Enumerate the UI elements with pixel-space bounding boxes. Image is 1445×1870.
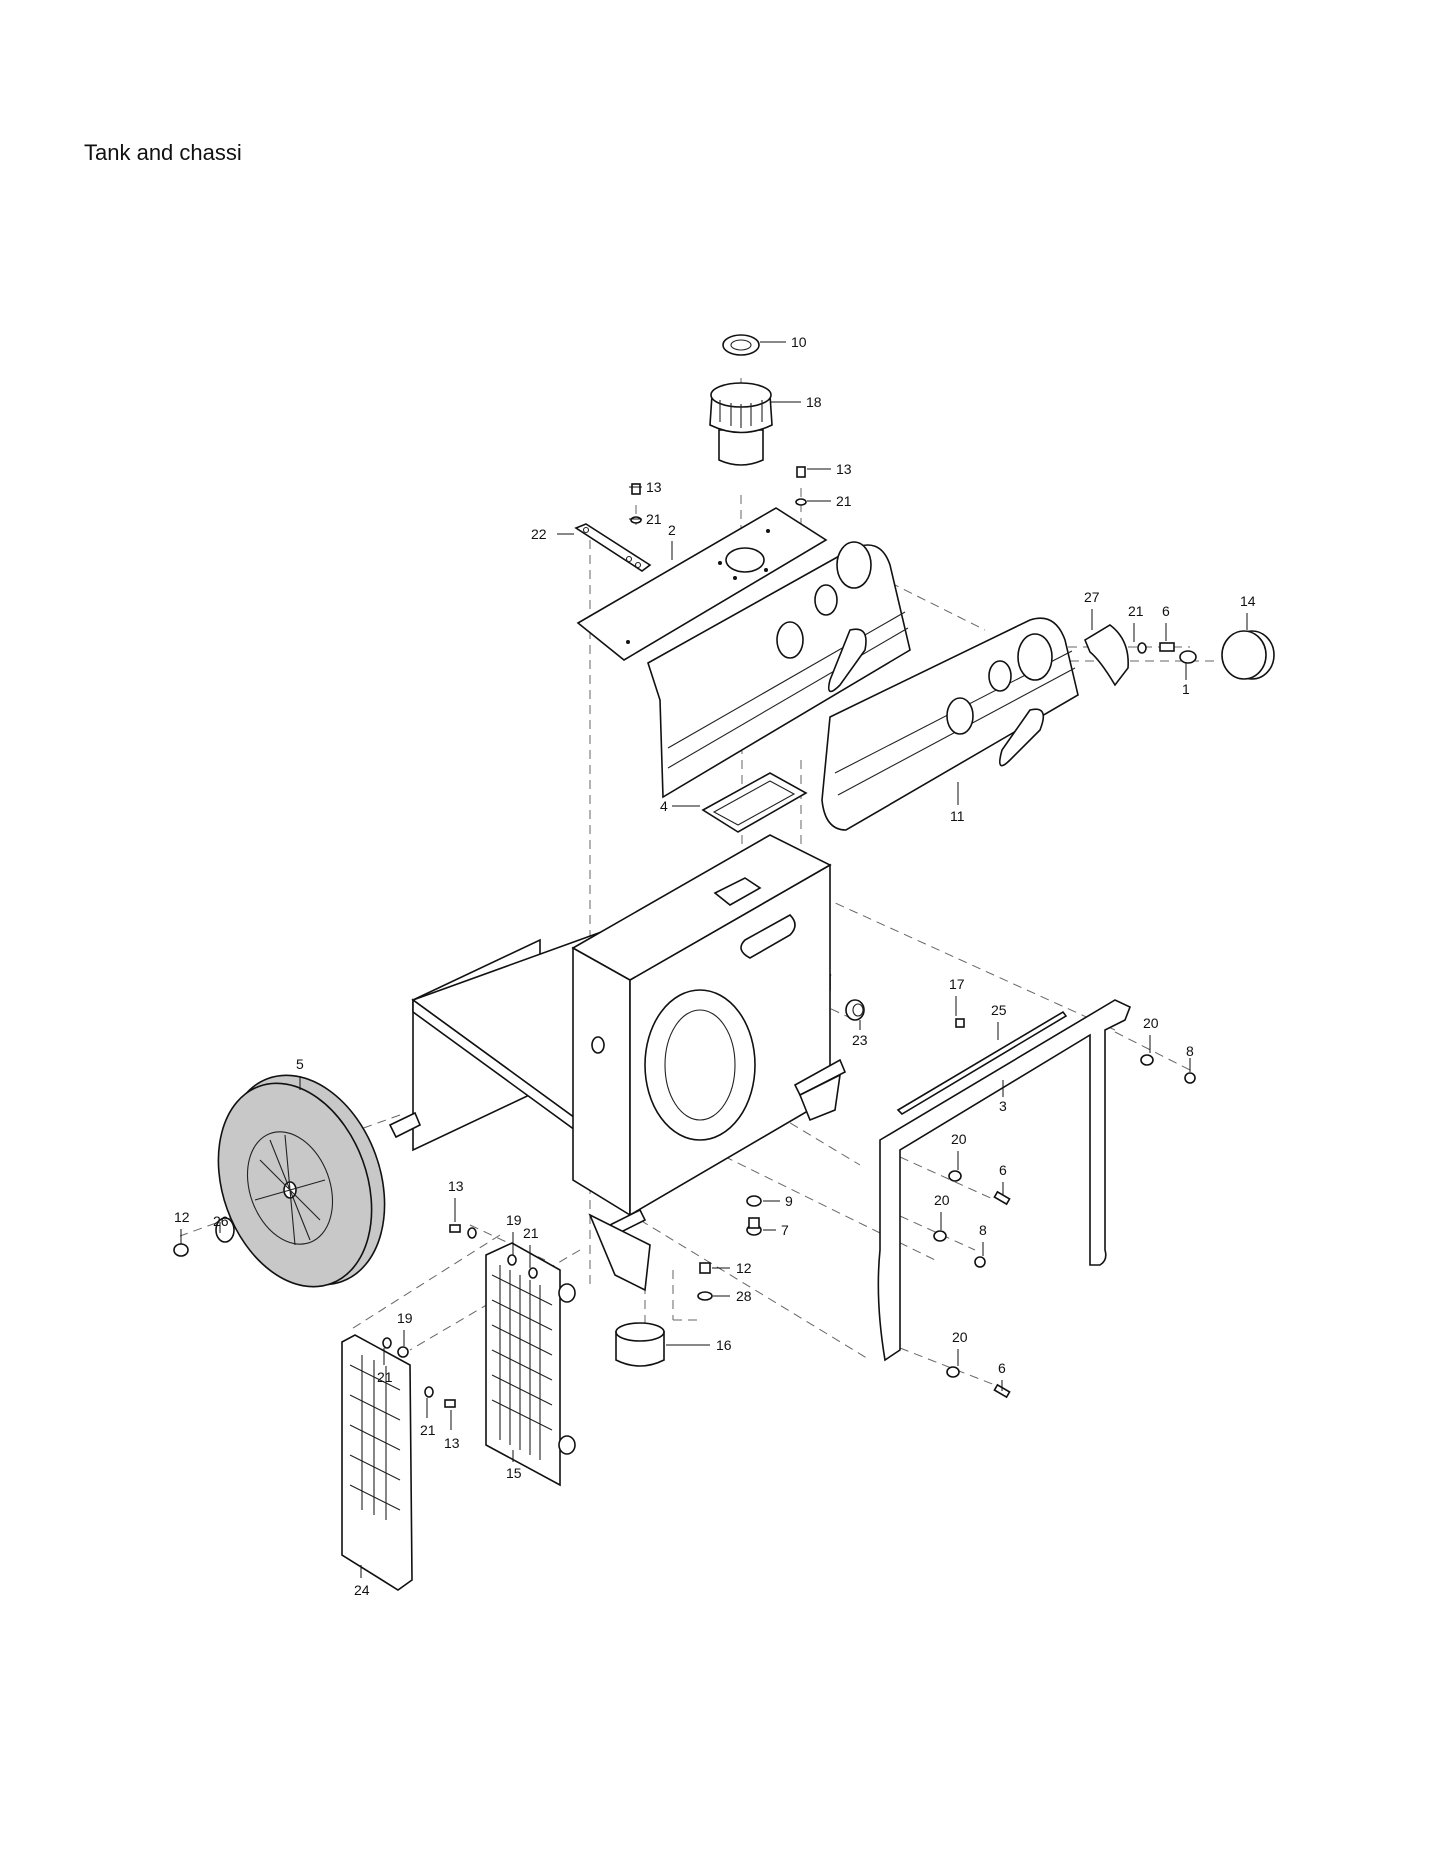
callout-8: 8 bbox=[1186, 1043, 1194, 1059]
callout-20: 20 bbox=[1143, 1015, 1159, 1031]
callout-14: 14 bbox=[1240, 593, 1256, 609]
callout-5: 5 bbox=[296, 1056, 304, 1072]
callout-20: 20 bbox=[951, 1131, 967, 1147]
callout-20: 20 bbox=[934, 1192, 950, 1208]
callout-11: 11 bbox=[950, 808, 965, 824]
callout-8: 8 bbox=[979, 1222, 987, 1238]
callout-21: 21 bbox=[420, 1422, 436, 1438]
callout-13: 13 bbox=[444, 1435, 460, 1451]
callout-7: 7 bbox=[781, 1222, 789, 1238]
callout-4: 4 bbox=[660, 798, 668, 814]
callout-28: 28 bbox=[736, 1288, 752, 1304]
callout-19: 19 bbox=[397, 1310, 413, 1326]
callout-3: 3 bbox=[999, 1098, 1007, 1114]
tank-body bbox=[388, 834, 847, 1292]
callout-1: 1 bbox=[1182, 681, 1190, 697]
callout-6: 6 bbox=[999, 1162, 1007, 1178]
callout-22: 22 bbox=[531, 526, 547, 542]
part-22-strap bbox=[574, 523, 652, 572]
callout-6: 6 bbox=[1162, 603, 1170, 619]
part-11-outer-side-cover bbox=[821, 617, 1079, 831]
callout-18: 18 bbox=[806, 394, 822, 410]
page-title: Tank and chassi bbox=[84, 140, 242, 165]
part-4-gasket bbox=[701, 772, 808, 833]
part-10-cap-label bbox=[722, 334, 760, 356]
part-18-filler-breather bbox=[709, 382, 773, 466]
part-2-top-plate bbox=[576, 507, 828, 661]
callout-20: 20 bbox=[952, 1329, 968, 1345]
callout-19: 19 bbox=[506, 1212, 522, 1228]
callout-17: 17 bbox=[949, 976, 965, 992]
callout-21: 21 bbox=[646, 511, 662, 527]
part-3-handle-frame bbox=[877, 999, 1132, 1362]
callout-16: 16 bbox=[716, 1337, 732, 1353]
gauge-assembly bbox=[1083, 624, 1275, 687]
callout-12: 12 bbox=[174, 1209, 190, 1225]
callout-23: 23 bbox=[852, 1032, 868, 1048]
callout-21: 21 bbox=[523, 1225, 539, 1241]
callout-13: 13 bbox=[448, 1178, 464, 1194]
callout-2: 2 bbox=[668, 522, 676, 538]
callout-13: 13 bbox=[836, 461, 852, 477]
callout-13: 13 bbox=[646, 479, 662, 495]
leader-lines bbox=[180, 341, 1248, 1578]
callout-24: 24 bbox=[354, 1582, 370, 1598]
callout-27: 27 bbox=[1084, 589, 1100, 605]
part-5-wheel bbox=[217, 1074, 386, 1288]
frame-fasteners bbox=[933, 1054, 1196, 1399]
wheel-fasteners bbox=[173, 1217, 235, 1257]
callout-25: 25 bbox=[991, 1002, 1007, 1018]
part-15-cooler bbox=[449, 1224, 576, 1487]
part-24-cooler-guard bbox=[341, 1334, 456, 1591]
callout-15: 15 bbox=[506, 1465, 522, 1481]
part-23-plug bbox=[845, 999, 865, 1021]
callout-26: 26 bbox=[213, 1213, 229, 1229]
callout-21: 21 bbox=[1128, 603, 1144, 619]
callout-12: 12 bbox=[736, 1260, 752, 1276]
handle-grip-assembly bbox=[896, 1010, 1068, 1116]
callout-21: 21 bbox=[377, 1369, 393, 1385]
callout-9: 9 bbox=[785, 1193, 793, 1209]
inner-side-cover bbox=[647, 541, 911, 799]
bottom-fasteners bbox=[615, 1195, 762, 1367]
callout-21: 21 bbox=[836, 493, 852, 509]
callout-6: 6 bbox=[998, 1360, 1006, 1376]
callout-10: 10 bbox=[791, 334, 807, 350]
